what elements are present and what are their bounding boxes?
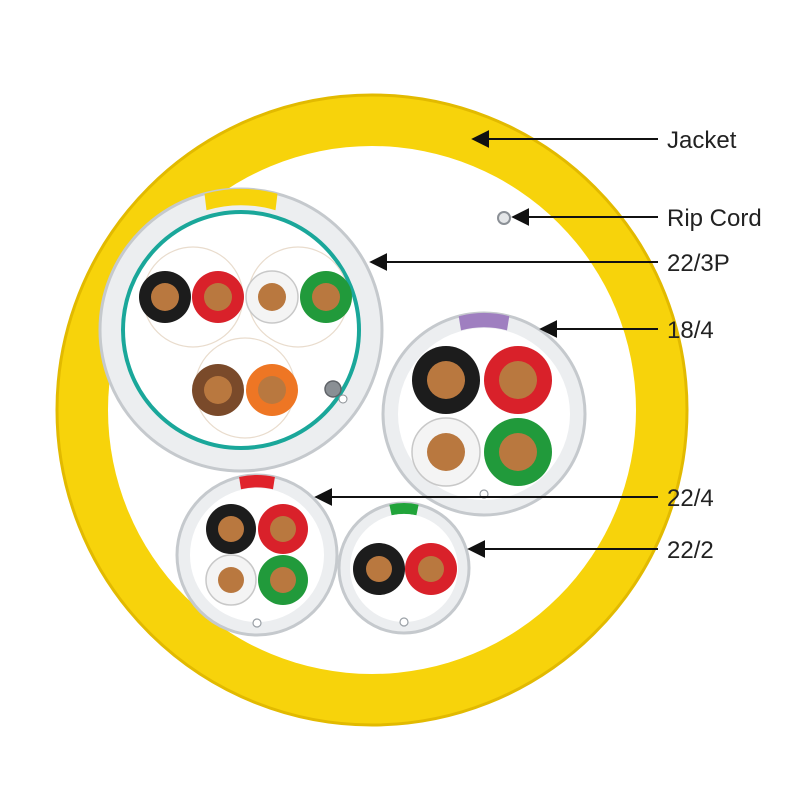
copper-core <box>499 433 537 471</box>
sub-cable-22-3p <box>98 187 384 473</box>
copper-core <box>204 283 232 311</box>
drain-wire <box>324 380 342 398</box>
label-22-2: 22/2 <box>667 537 714 564</box>
copper-core <box>270 516 296 542</box>
copper-core <box>499 361 537 399</box>
shield-foil <box>121 210 361 450</box>
copper-core <box>258 283 286 311</box>
sub-cable-22-2 <box>337 501 471 635</box>
stripe-22-4 <box>239 474 275 490</box>
drain-marker <box>252 618 262 628</box>
sub-jacket-inner-22-4 <box>190 488 324 622</box>
label-rip-cord: Rip Cord <box>667 205 762 232</box>
sub-cable-18-4 <box>381 311 587 517</box>
sub-cable-22-4 <box>175 473 339 637</box>
label-22-3p: 22/3P <box>667 250 730 277</box>
drain-marker <box>399 617 409 627</box>
copper-core <box>418 556 444 582</box>
copper-core <box>204 376 232 404</box>
label-jacket: Jacket <box>667 127 737 154</box>
copper-core <box>427 433 465 471</box>
copper-core <box>427 361 465 399</box>
copper-core <box>312 283 340 311</box>
stripe-18-4 <box>458 312 510 331</box>
label-22-4: 22/4 <box>667 485 714 512</box>
rip-cord <box>497 211 511 225</box>
copper-core <box>218 567 244 593</box>
stripe-22-2 <box>389 503 419 516</box>
stripe-22-3p <box>204 188 278 211</box>
copper-core <box>218 516 244 542</box>
copper-core <box>270 567 296 593</box>
drain-wire-highlight <box>338 394 348 404</box>
copper-core <box>366 556 392 582</box>
copper-core <box>258 376 286 404</box>
label-18-4: 18/4 <box>667 317 714 344</box>
copper-core <box>151 283 179 311</box>
